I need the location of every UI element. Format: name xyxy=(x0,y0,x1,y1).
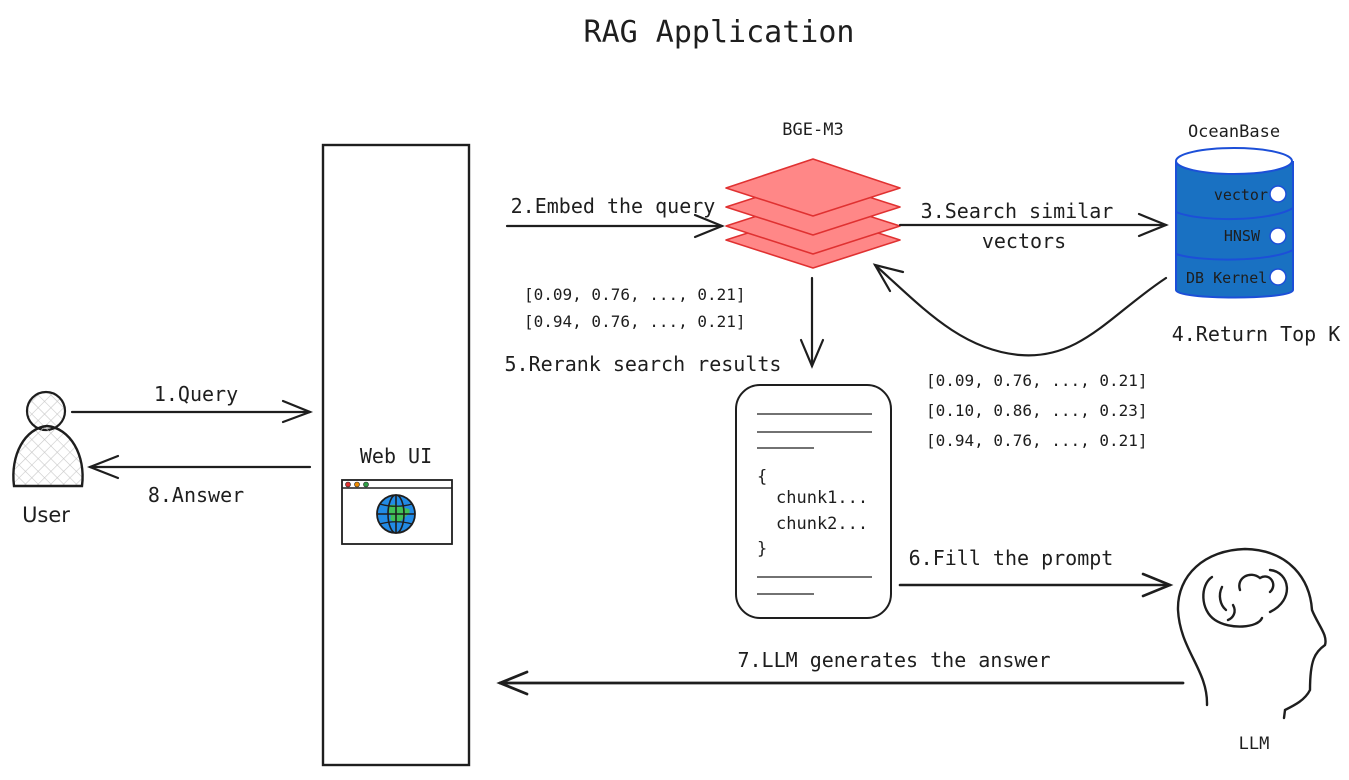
web-ui-panel xyxy=(321,143,471,767)
step-6-label: 6.Fill the prompt xyxy=(909,546,1114,570)
arrow-answer xyxy=(86,454,312,480)
globe-icon xyxy=(376,494,416,534)
embedding-model-label: BGE-M3 xyxy=(782,120,843,140)
arrow-search xyxy=(898,212,1169,238)
llm-label: LLM xyxy=(1239,734,1270,754)
embedding-layers-icon xyxy=(725,158,901,269)
reranked-vector-2: [0.94, 0.76, ..., 0.21] xyxy=(524,312,746,331)
vector-db-label: OceanBase xyxy=(1188,122,1280,142)
arrow-rerank xyxy=(799,276,825,369)
llm-head-icon xyxy=(1176,547,1327,720)
database-icon xyxy=(1175,147,1294,299)
reranked-vector-1: [0.09, 0.76, ..., 0.21] xyxy=(524,285,746,304)
diagram-title: RAG Application xyxy=(584,15,855,50)
db-layer-vector: vector xyxy=(1214,186,1268,204)
prompt-document xyxy=(735,384,892,619)
db-layer-hnsw: HNSW xyxy=(1224,227,1261,245)
step-1-label: 1.Query xyxy=(154,382,238,406)
arrow-embed xyxy=(505,213,725,239)
user-icon xyxy=(12,390,84,488)
arrow-query xyxy=(70,399,314,424)
step-7-label: 7.LLM generates the answer xyxy=(737,648,1050,672)
top-k-vector-3: [0.94, 0.76, ..., 0.21] xyxy=(926,431,1148,450)
step-2-label: 2.Embed the query xyxy=(511,194,716,218)
prompt-close-brace: } xyxy=(757,539,767,559)
step-3-label-line2: vectors xyxy=(982,229,1066,253)
user-label: User xyxy=(22,503,70,527)
db-layer-kernel: DB Kernel xyxy=(1186,269,1267,287)
step-4-label: 4.Return Top K xyxy=(1172,322,1341,346)
prompt-open-brace: { xyxy=(757,467,767,487)
prompt-chunk-2: chunk2... xyxy=(776,514,868,534)
top-k-vector-1: [0.09, 0.76, ..., 0.21] xyxy=(926,371,1148,390)
arrow-generate-answer xyxy=(496,670,1185,696)
arrow-return-top-k xyxy=(872,263,1168,357)
browser-window-icon xyxy=(341,479,453,545)
step-8-label: 8.Answer xyxy=(148,483,244,507)
web-ui-label: Web UI xyxy=(360,444,432,468)
top-k-vector-2: [0.10, 0.86, ..., 0.23] xyxy=(926,401,1148,420)
step-5-label: 5.Rerank search results xyxy=(505,352,782,376)
prompt-chunk-1: chunk1... xyxy=(776,488,868,508)
arrow-fill-prompt xyxy=(898,572,1174,598)
step-3-label-line1: 3.Search similar xyxy=(921,199,1114,223)
